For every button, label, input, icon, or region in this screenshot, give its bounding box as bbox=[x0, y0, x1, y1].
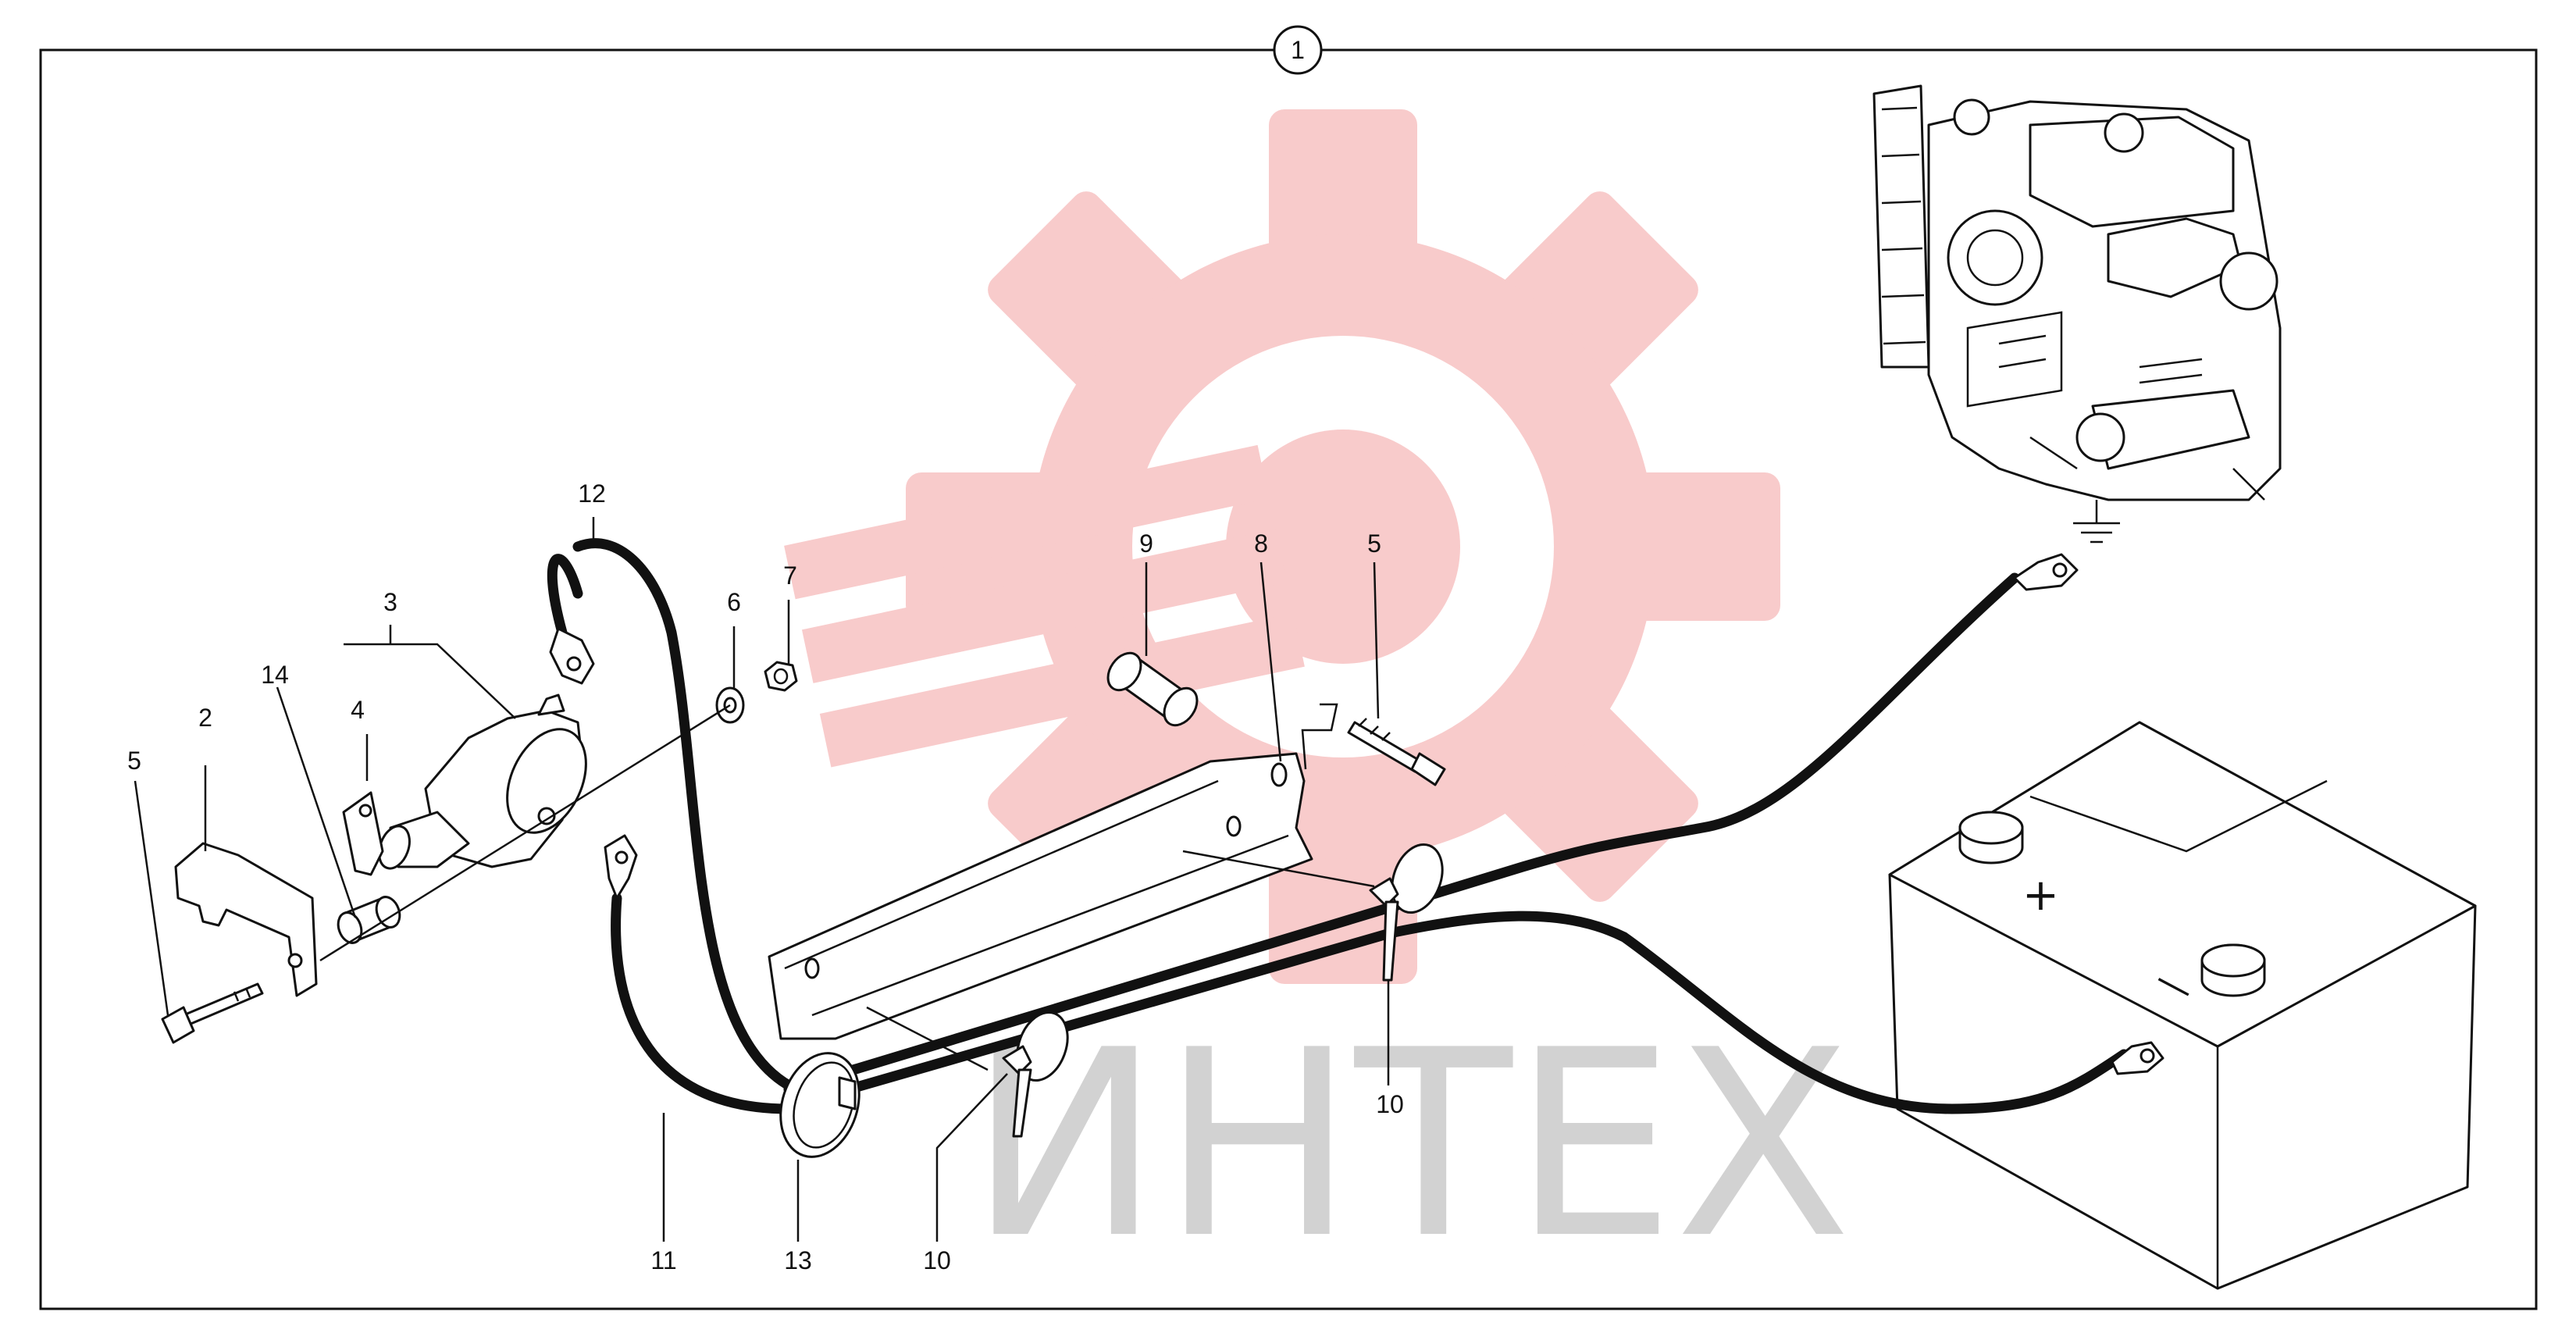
battery-illustration: + — bbox=[1888, 721, 2477, 1290]
cable-tie-right bbox=[1369, 843, 1444, 982]
cable-lug-engine bbox=[2013, 553, 2079, 591]
cable-lug-battery bbox=[2111, 1041, 2164, 1075]
bolt-right bbox=[1301, 703, 1446, 786]
callout-2: 2 bbox=[198, 704, 212, 732]
watermark-gear-logo bbox=[784, 109, 1780, 984]
callout-5-left: 5 bbox=[127, 747, 141, 775]
callout-8: 8 bbox=[1254, 529, 1268, 558]
battery-plus-terminal bbox=[1958, 811, 2024, 864]
cable-lug-11 bbox=[604, 834, 638, 900]
spacer-14 bbox=[337, 896, 401, 944]
clamp-bracket bbox=[174, 842, 318, 997]
callout-9: 9 bbox=[1139, 529, 1153, 558]
callout-labels: 12 3 14 4 2 5 6 7 9 8 5 10 11 13 10 bbox=[127, 479, 1404, 1274]
sheet-ref-number: 1 bbox=[1291, 36, 1305, 64]
callout-11: 11 bbox=[650, 1246, 676, 1274]
watermark-text: ИНТЕХ bbox=[968, 995, 1851, 1295]
battery-minus-terminal bbox=[2200, 943, 2266, 997]
mounting-bracket bbox=[768, 752, 1313, 1040]
callout-7: 7 bbox=[783, 561, 797, 590]
battery-plus-sign: + bbox=[2022, 870, 2059, 921]
callout-10-left: 10 bbox=[923, 1246, 951, 1274]
leader-lines bbox=[134, 517, 1390, 1242]
callout-13: 13 bbox=[784, 1246, 812, 1274]
callout-3: 3 bbox=[383, 588, 397, 616]
callout-5-right: 5 bbox=[1367, 529, 1381, 558]
callout-4: 4 bbox=[351, 696, 365, 724]
cable-main bbox=[547, 538, 2129, 1114]
bolt-left bbox=[161, 982, 264, 1044]
callout-12: 12 bbox=[578, 479, 606, 508]
cable-tie-left bbox=[1002, 1011, 1069, 1138]
cable-lug-solenoid bbox=[549, 627, 595, 685]
nut bbox=[764, 661, 798, 692]
callout-6: 6 bbox=[727, 588, 741, 616]
callout-14: 14 bbox=[261, 661, 289, 689]
engine-illustration bbox=[1872, 84, 2282, 544]
hose-clamp bbox=[779, 1052, 860, 1158]
callout-10-right: 10 bbox=[1376, 1090, 1404, 1118]
solenoid-switch bbox=[342, 693, 587, 876]
sheet-ref-badge: 1 bbox=[1273, 25, 1323, 75]
spacer-sleeve bbox=[1106, 651, 1199, 727]
